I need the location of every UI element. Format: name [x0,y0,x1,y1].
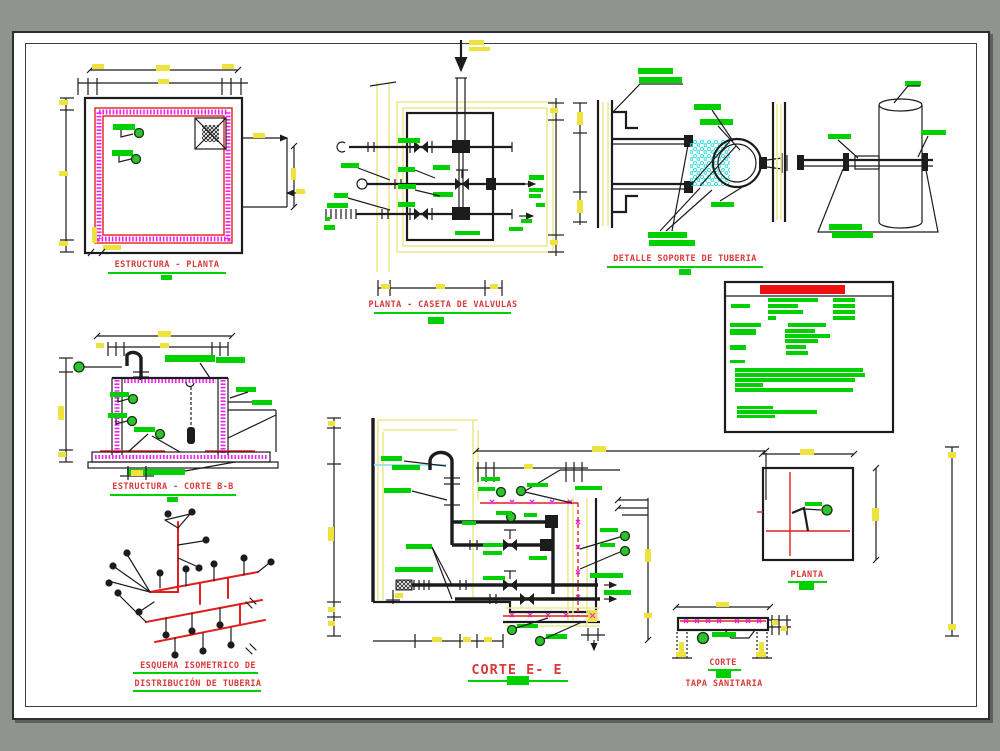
callout-ball [130,153,142,165]
callout-ball [127,393,139,405]
scale-chip [428,317,444,324]
vent-pipe [125,350,143,380]
notes-text-lines [730,298,865,418]
detalle-soporte-tuberia-drawing [573,68,946,246]
tapa-corte-underline [708,669,741,671]
tapa-corte-title: CORTE [709,658,737,668]
lid-leg-right [752,632,772,659]
scale-chip [507,676,529,685]
vertical-pipe-cylinder [878,98,923,229]
callout-ball [126,415,138,427]
notes-title-bar [760,285,845,294]
estructura-corte-bb-title: ESTRUCTURA - CORTE B-B [112,482,234,492]
tapa-symbol [194,117,227,150]
callout-ball [696,631,710,645]
estructura-planta-drawing [59,64,305,257]
scale-chip [167,497,178,502]
detalle-soporte-title: DETALLE SOPORTE DE TUBERIA [613,254,757,264]
estructura-planta-title: ESTRUCTURA - PLANTA [114,260,220,270]
esquema-isometrico-title-line2: DISTRIBUCIÓN DE TUBERIA [134,679,262,689]
corte-ee-drawing [327,417,959,652]
planta-valvula-drawing [757,449,880,564]
esquema-isometrico-drawing [105,508,275,659]
scale-chip [679,269,691,275]
scale-chip [161,275,172,280]
estructura-planta-underline [108,272,226,274]
lid-hatch-marks [683,618,762,624]
estructura-corte-bb-underline [110,494,236,496]
scale-chip [716,671,731,678]
notes-box [723,280,895,434]
planta-valvula-title: PLANTA [790,570,824,580]
callout-ball [154,428,166,440]
callout-ball [495,486,507,498]
callout-ball [133,127,145,139]
callout-ball [619,530,631,542]
isometric-callouts [105,508,275,659]
callout-ball [73,361,85,373]
tapa-sanitaria-title: TAPA SANITARIA [685,679,763,689]
planta-caseta-underline [374,312,511,314]
callout-ball [515,485,527,497]
lid-leg-left [672,632,692,659]
corte-ee-title: CORTE E- E [471,662,563,678]
esquema-underline-1 [133,672,258,674]
callout-ball [506,624,518,636]
esquema-isometrico-title-line1: ESQUEMA ISOMETRICO DE [140,661,256,671]
detalle-soporte-underline [607,266,763,268]
esquema-underline-2 [133,690,261,692]
scale-chip [799,583,814,590]
lid-bolts [768,615,791,635]
callout-ball [821,504,833,516]
sheet-inner-border [25,43,977,707]
callout-ball [619,545,631,557]
corte-tapa-sanitaria-drawing [672,602,791,659]
flow-arrow [454,40,490,73]
estructura-corte-bb-drawing [58,331,279,480]
planta-caseta-title: PLANTA - CASETA DE VALVULAS [368,300,518,310]
clamp-bolt [766,153,788,173]
threaded-pipe-section [325,209,357,219]
callout-ball [534,635,546,647]
planta-caseta-valvulas-drawing [324,77,564,296]
vent-pipe-section [428,450,454,545]
planta-valvula-underline [788,581,827,583]
